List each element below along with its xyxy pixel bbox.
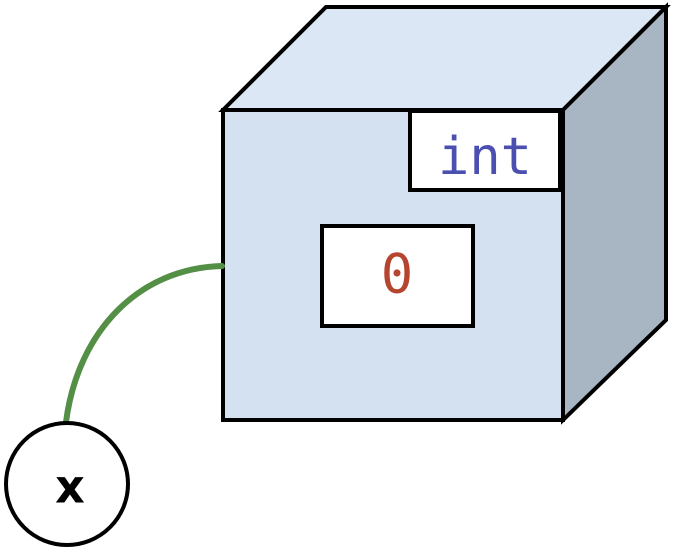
type-label: int [438,127,532,187]
value-box [320,224,475,328]
reference-connector [63,263,225,425]
type-label-box [408,109,562,192]
value-label: 0 [381,243,414,306]
variable-name: x [55,460,85,514]
variable-circle [4,421,130,547]
